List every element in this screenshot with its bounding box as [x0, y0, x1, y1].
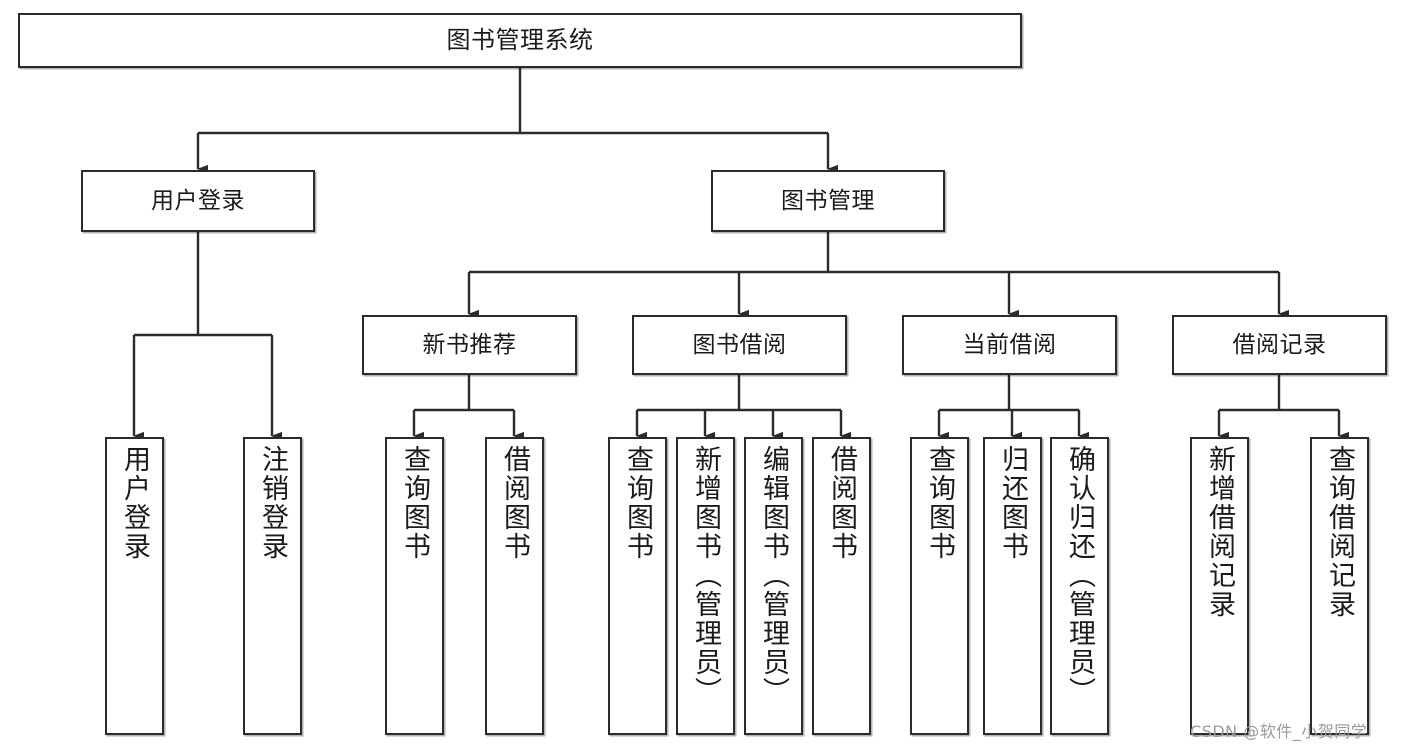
leaf-add-borrow-record-label: 新增借阅记录: [1204, 445, 1235, 619]
leaf-borrow-book-label: 借阅图书: [826, 445, 857, 561]
leaf-logout[interactable]: 注销登录: [243, 437, 302, 735]
leaf-query-borrow-record[interactable]: 查询借阅记录: [1310, 437, 1369, 735]
leaf-query-book-current[interactable]: 查询图书: [910, 437, 969, 735]
node-root-label: 图书管理系统: [446, 25, 594, 54]
leaf-return-book[interactable]: 归还图书: [983, 437, 1042, 735]
node-user-login[interactable]: 用户登录: [81, 170, 315, 232]
leaf-borrow-book-recommend[interactable]: 借阅图书: [485, 437, 544, 735]
leaf-user-login[interactable]: 用户登录: [105, 437, 164, 735]
leaf-edit-book[interactable]: 编辑图书（管理员）: [744, 437, 803, 735]
leaf-query-book-recommend[interactable]: 查询图书: [385, 437, 444, 735]
leaf-add-book-label: 新增图书（管理员）: [690, 445, 721, 706]
leaf-return-book-label: 归还图书: [997, 445, 1028, 561]
node-new-book-recommend[interactable]: 新书推荐: [362, 315, 577, 375]
leaf-user-login-label: 用户登录: [119, 445, 150, 561]
leaf-query-book-borrow[interactable]: 查询图书: [608, 437, 667, 735]
node-user-login-label: 用户登录: [151, 187, 245, 214]
node-current-borrow[interactable]: 当前借阅: [902, 315, 1117, 375]
leaf-add-borrow-record[interactable]: 新增借阅记录: [1190, 437, 1249, 735]
leaf-edit-book-label: 编辑图书（管理员）: [758, 445, 789, 706]
node-book-manage[interactable]: 图书管理: [711, 170, 945, 232]
node-new-book-recommend-label: 新书推荐: [422, 331, 517, 358]
leaf-logout-label: 注销登录: [257, 445, 288, 561]
leaf-query-book-borrow-label: 查询图书: [622, 445, 653, 561]
leaf-query-book-current-label: 查询图书: [924, 445, 955, 561]
leaf-borrow-book[interactable]: 借阅图书: [812, 437, 871, 735]
node-book-borrow[interactable]: 图书借阅: [632, 315, 847, 375]
leaf-query-book-recommend-label: 查询图书: [399, 445, 430, 561]
leaf-confirm-return-label: 确认归还（管理员）: [1064, 445, 1095, 706]
node-borrow-record[interactable]: 借阅记录: [1172, 315, 1387, 375]
node-book-borrow-label: 图书借阅: [692, 331, 787, 358]
leaf-add-book[interactable]: 新增图书（管理员）: [676, 437, 735, 735]
node-borrow-record-label: 借阅记录: [1232, 331, 1327, 358]
node-book-manage-label: 图书管理: [781, 187, 875, 214]
node-current-borrow-label: 当前借阅: [962, 331, 1057, 358]
csdn-watermark: CSDN @软件_小贺同学: [1190, 722, 1368, 741]
leaf-borrow-book-recommend-label: 借阅图书: [499, 445, 530, 561]
node-root[interactable]: 图书管理系统: [18, 13, 1022, 68]
leaf-query-borrow-record-label: 查询借阅记录: [1324, 445, 1355, 619]
leaf-confirm-return[interactable]: 确认归还（管理员）: [1050, 437, 1109, 735]
